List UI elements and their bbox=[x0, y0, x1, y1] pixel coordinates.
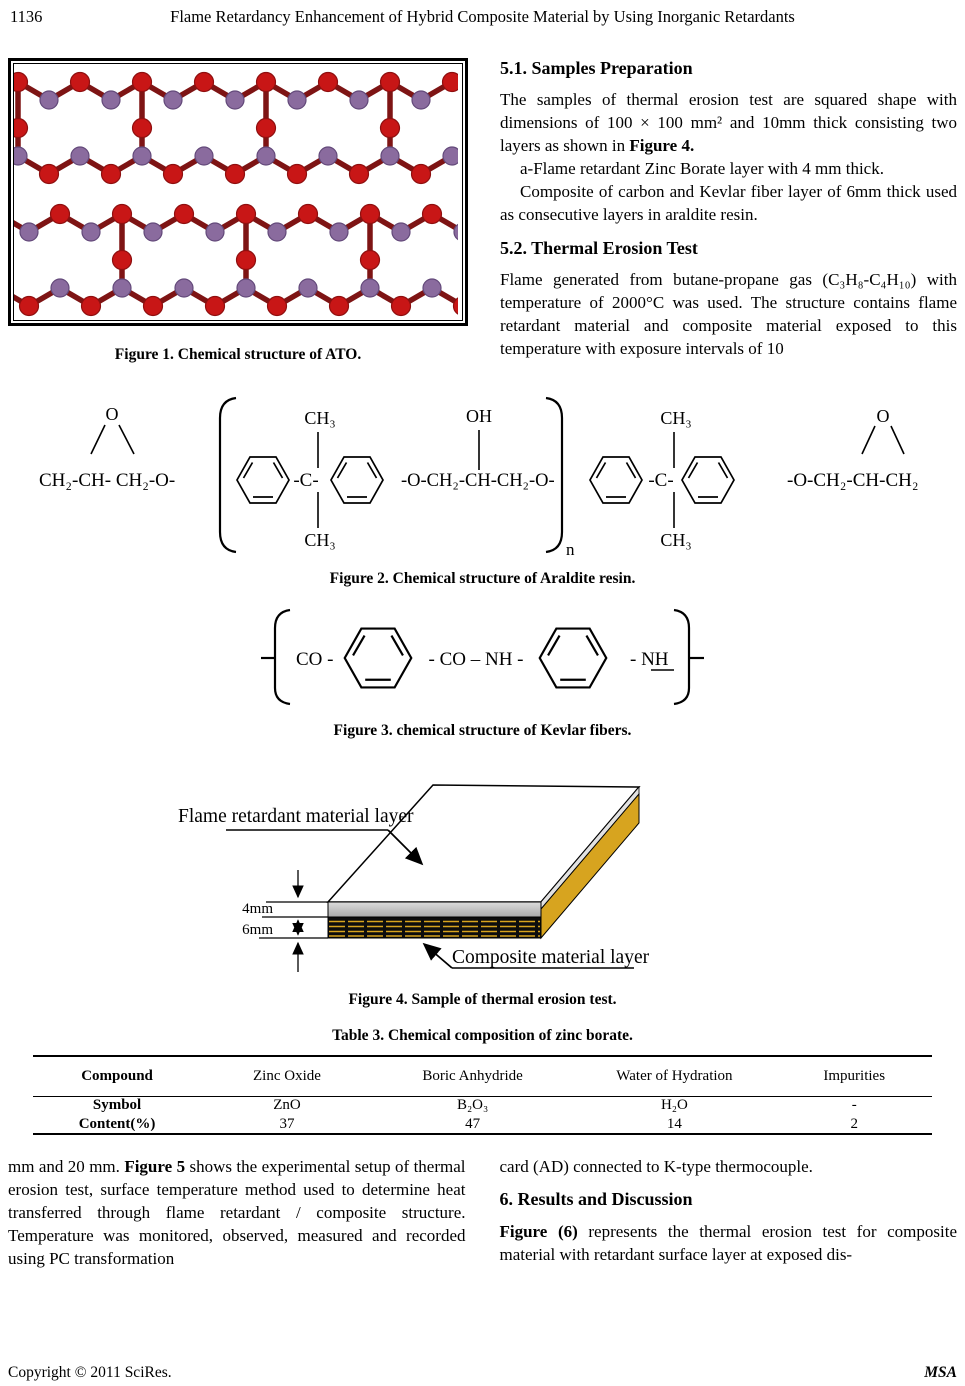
journal-abbreviation: MSA bbox=[924, 1364, 957, 1381]
section-5-1-heading: 5.1. Samples Preparation bbox=[500, 58, 693, 78]
table-header-row: Compound Zinc Oxide Boric Anhydride Wate… bbox=[33, 1056, 932, 1096]
page-number: 1136 bbox=[10, 7, 43, 26]
cell: H₂O bbox=[660, 1097, 688, 1114]
bottom-right-paragraph-1: card (AD) connected to K-type thermocoup… bbox=[499, 1157, 813, 1176]
top-section: Figure 1. Chemical structure of ATO. 5.1… bbox=[8, 58, 957, 364]
table-row: Content(%) 37 47 14 2 bbox=[33, 1115, 932, 1134]
figure-3-caption: Figure 3. chemical structure of Kevlar f… bbox=[333, 722, 632, 739]
benzene-ring bbox=[589, 456, 643, 504]
composite-label: Composite material layer bbox=[452, 947, 650, 968]
figure-4: 4mm 6mm Flame retardant material layer C… bbox=[8, 770, 957, 1009]
epoxide-oxygen-label: O bbox=[877, 406, 890, 426]
kevlar-structure-diagram: CO - - CO – NH - - NH bbox=[261, 608, 704, 706]
amide-label: - CO – NH - bbox=[429, 649, 524, 670]
methyl-label: CH₃ bbox=[304, 408, 335, 428]
cell: 47 bbox=[465, 1115, 481, 1132]
left-chain-label: CH₂-CH- CH₂-O- bbox=[39, 470, 175, 491]
figure-1-caption: Figure 1. Chemical structure of ATO. bbox=[114, 346, 362, 363]
section-5-1-item-b: Composite of carbon and Kevlar fiber lay… bbox=[500, 182, 957, 224]
ato-image-frame bbox=[8, 58, 468, 326]
section-6-heading: 6. Results and Discussion bbox=[499, 1189, 693, 1209]
retardant-layer-front bbox=[327, 901, 542, 918]
right-chain-label: -O-CH₂-CH-CH₂ bbox=[787, 470, 918, 491]
col-zinc-oxide: Zinc Oxide bbox=[253, 1067, 321, 1084]
cell: - bbox=[851, 1097, 857, 1114]
table-row: Symbol ZnO B₂O₃ H₂O - bbox=[33, 1096, 932, 1115]
bottom-left-column: mm and 20 mm. Figure 5 shows the experim… bbox=[8, 1155, 466, 1270]
bottom-right-column: card (AD) connected to K-type thermocoup… bbox=[500, 1155, 958, 1270]
page-header: 1136 Flame Retardancy Enhancement of Hyb… bbox=[8, 6, 957, 28]
benzene-ring bbox=[681, 456, 735, 504]
section-5-2-paragraph-1: Flame generated from butane-propane gas … bbox=[500, 270, 957, 358]
figure-6-reference: Figure (6) bbox=[499, 1222, 578, 1241]
cell: 37 bbox=[279, 1115, 295, 1132]
bottom-right-paragraph-2: Figure (6) represents the thermal erosio… bbox=[500, 1220, 958, 1266]
paragraph-text: represents the thermal erosion test for … bbox=[499, 1222, 958, 1264]
benzene-ring bbox=[343, 627, 413, 689]
col-water-of-hydration: Water of Hydration bbox=[616, 1067, 733, 1084]
mid-chain-label: -O-CH₂-CH-CH₂-O- bbox=[401, 471, 555, 491]
carbonyl-label: CO - bbox=[296, 649, 333, 670]
table-3: Table 3. Chemical composition of zinc bo… bbox=[8, 1027, 957, 1135]
close-bracket bbox=[545, 396, 564, 554]
paragraph-text: The samples of thermal erosion test are … bbox=[500, 90, 957, 155]
figure-2-caption: Figure 2. Chemical structure of Araldite… bbox=[329, 570, 636, 587]
methyl-label: CH₃ bbox=[304, 530, 335, 550]
open-bracket bbox=[218, 396, 237, 554]
col-compound: Compound bbox=[81, 1067, 153, 1084]
running-title: Flame Retardancy Enhancement of Hybrid C… bbox=[170, 7, 795, 26]
close-bracket bbox=[673, 608, 691, 706]
row-label: Content(%) bbox=[78, 1115, 156, 1132]
figure-2: O CH₂-CH- CH₂-O- -C- CH₃ CH₃ OH -O-CH₂-C… bbox=[8, 392, 957, 588]
figure-3: CO - - CO – NH - - NH Figure 3. chemical… bbox=[8, 602, 957, 740]
table-3-title: Table 3. Chemical composition of zinc bo… bbox=[332, 1027, 633, 1044]
page-footer: Copyright © 2011 SciRes. MSA bbox=[8, 1364, 957, 1382]
col-boric-anhydride: Boric Anhydride bbox=[422, 1067, 523, 1084]
section-5-2-heading: 5.2. Thermal Erosion Test bbox=[500, 238, 698, 258]
amine-label: - NH bbox=[630, 649, 669, 670]
cell: 2 bbox=[850, 1115, 858, 1132]
paragraph-text: mm and 20 mm. bbox=[8, 1157, 125, 1176]
benzene-ring bbox=[236, 456, 290, 504]
benzene-ring bbox=[330, 456, 384, 504]
flame-retardant-label: Flame retardant material layer bbox=[178, 806, 414, 827]
paragraph-text: shows the experimental setup of thermal … bbox=[8, 1157, 466, 1268]
bottom-left-paragraph: mm and 20 mm. Figure 5 shows the experim… bbox=[8, 1155, 466, 1270]
carbon-label: -C- bbox=[648, 470, 673, 491]
repeat-subscript: n bbox=[566, 540, 575, 559]
copyright-text: Copyright © 2011 SciRes. bbox=[8, 1364, 172, 1381]
composite-plies bbox=[329, 920, 540, 937]
ato-image-inner-frame bbox=[13, 63, 463, 321]
methyl-label: CH₃ bbox=[660, 530, 691, 550]
cell: B₂O₃ bbox=[456, 1097, 489, 1114]
dimension-lines bbox=[259, 870, 328, 972]
figure-4-reference: Figure 4. bbox=[629, 136, 695, 155]
dim-4mm-label: 4mm bbox=[242, 901, 273, 917]
figure-1: Figure 1. Chemical structure of ATO. bbox=[8, 58, 468, 364]
cell: ZnO bbox=[273, 1097, 301, 1114]
ato-molecule-image bbox=[14, 71, 458, 317]
right-column: 5.1. Samples Preparation The samples of … bbox=[500, 58, 957, 364]
row-label: Symbol bbox=[92, 1097, 142, 1114]
col-impurities: Impurities bbox=[823, 1067, 886, 1084]
figure-4-caption: Figure 4. Sample of thermal erosion test… bbox=[348, 991, 617, 1008]
section-5-1-paragraph-1: The samples of thermal erosion test are … bbox=[500, 88, 957, 157]
open-bracket bbox=[273, 608, 291, 706]
paper-page: 1136 Flame Retardancy Enhancement of Hyb… bbox=[8, 6, 957, 1270]
left-column: Figure 1. Chemical structure of ATO. bbox=[8, 58, 468, 364]
bottom-section: mm and 20 mm. Figure 5 shows the experim… bbox=[8, 1155, 957, 1270]
methyl-label: CH₃ bbox=[660, 408, 691, 428]
epoxide-oxygen-label: O bbox=[106, 404, 119, 424]
composite-layer-front bbox=[327, 916, 542, 939]
hydroxyl-label: OH bbox=[466, 406, 492, 426]
section-5-1-item-a: a-Flame retardant Zinc Borate layer with… bbox=[520, 159, 884, 178]
figure-5-reference: Figure 5 bbox=[124, 1157, 186, 1176]
cell: 14 bbox=[666, 1115, 682, 1132]
carbon-label: -C- bbox=[293, 470, 318, 491]
araldite-structure-diagram: O CH₂-CH- CH₂-O- -C- CH₃ CH₃ OH -O-CH₂-C… bbox=[39, 396, 918, 559]
sample-layers-diagram: 4mm 6mm Flame retardant material layer C… bbox=[178, 784, 650, 972]
benzene-ring bbox=[538, 627, 608, 689]
zinc-borate-table: Compound Zinc Oxide Boric Anhydride Wate… bbox=[33, 1055, 932, 1135]
dim-6mm-label: 6mm bbox=[242, 922, 273, 938]
